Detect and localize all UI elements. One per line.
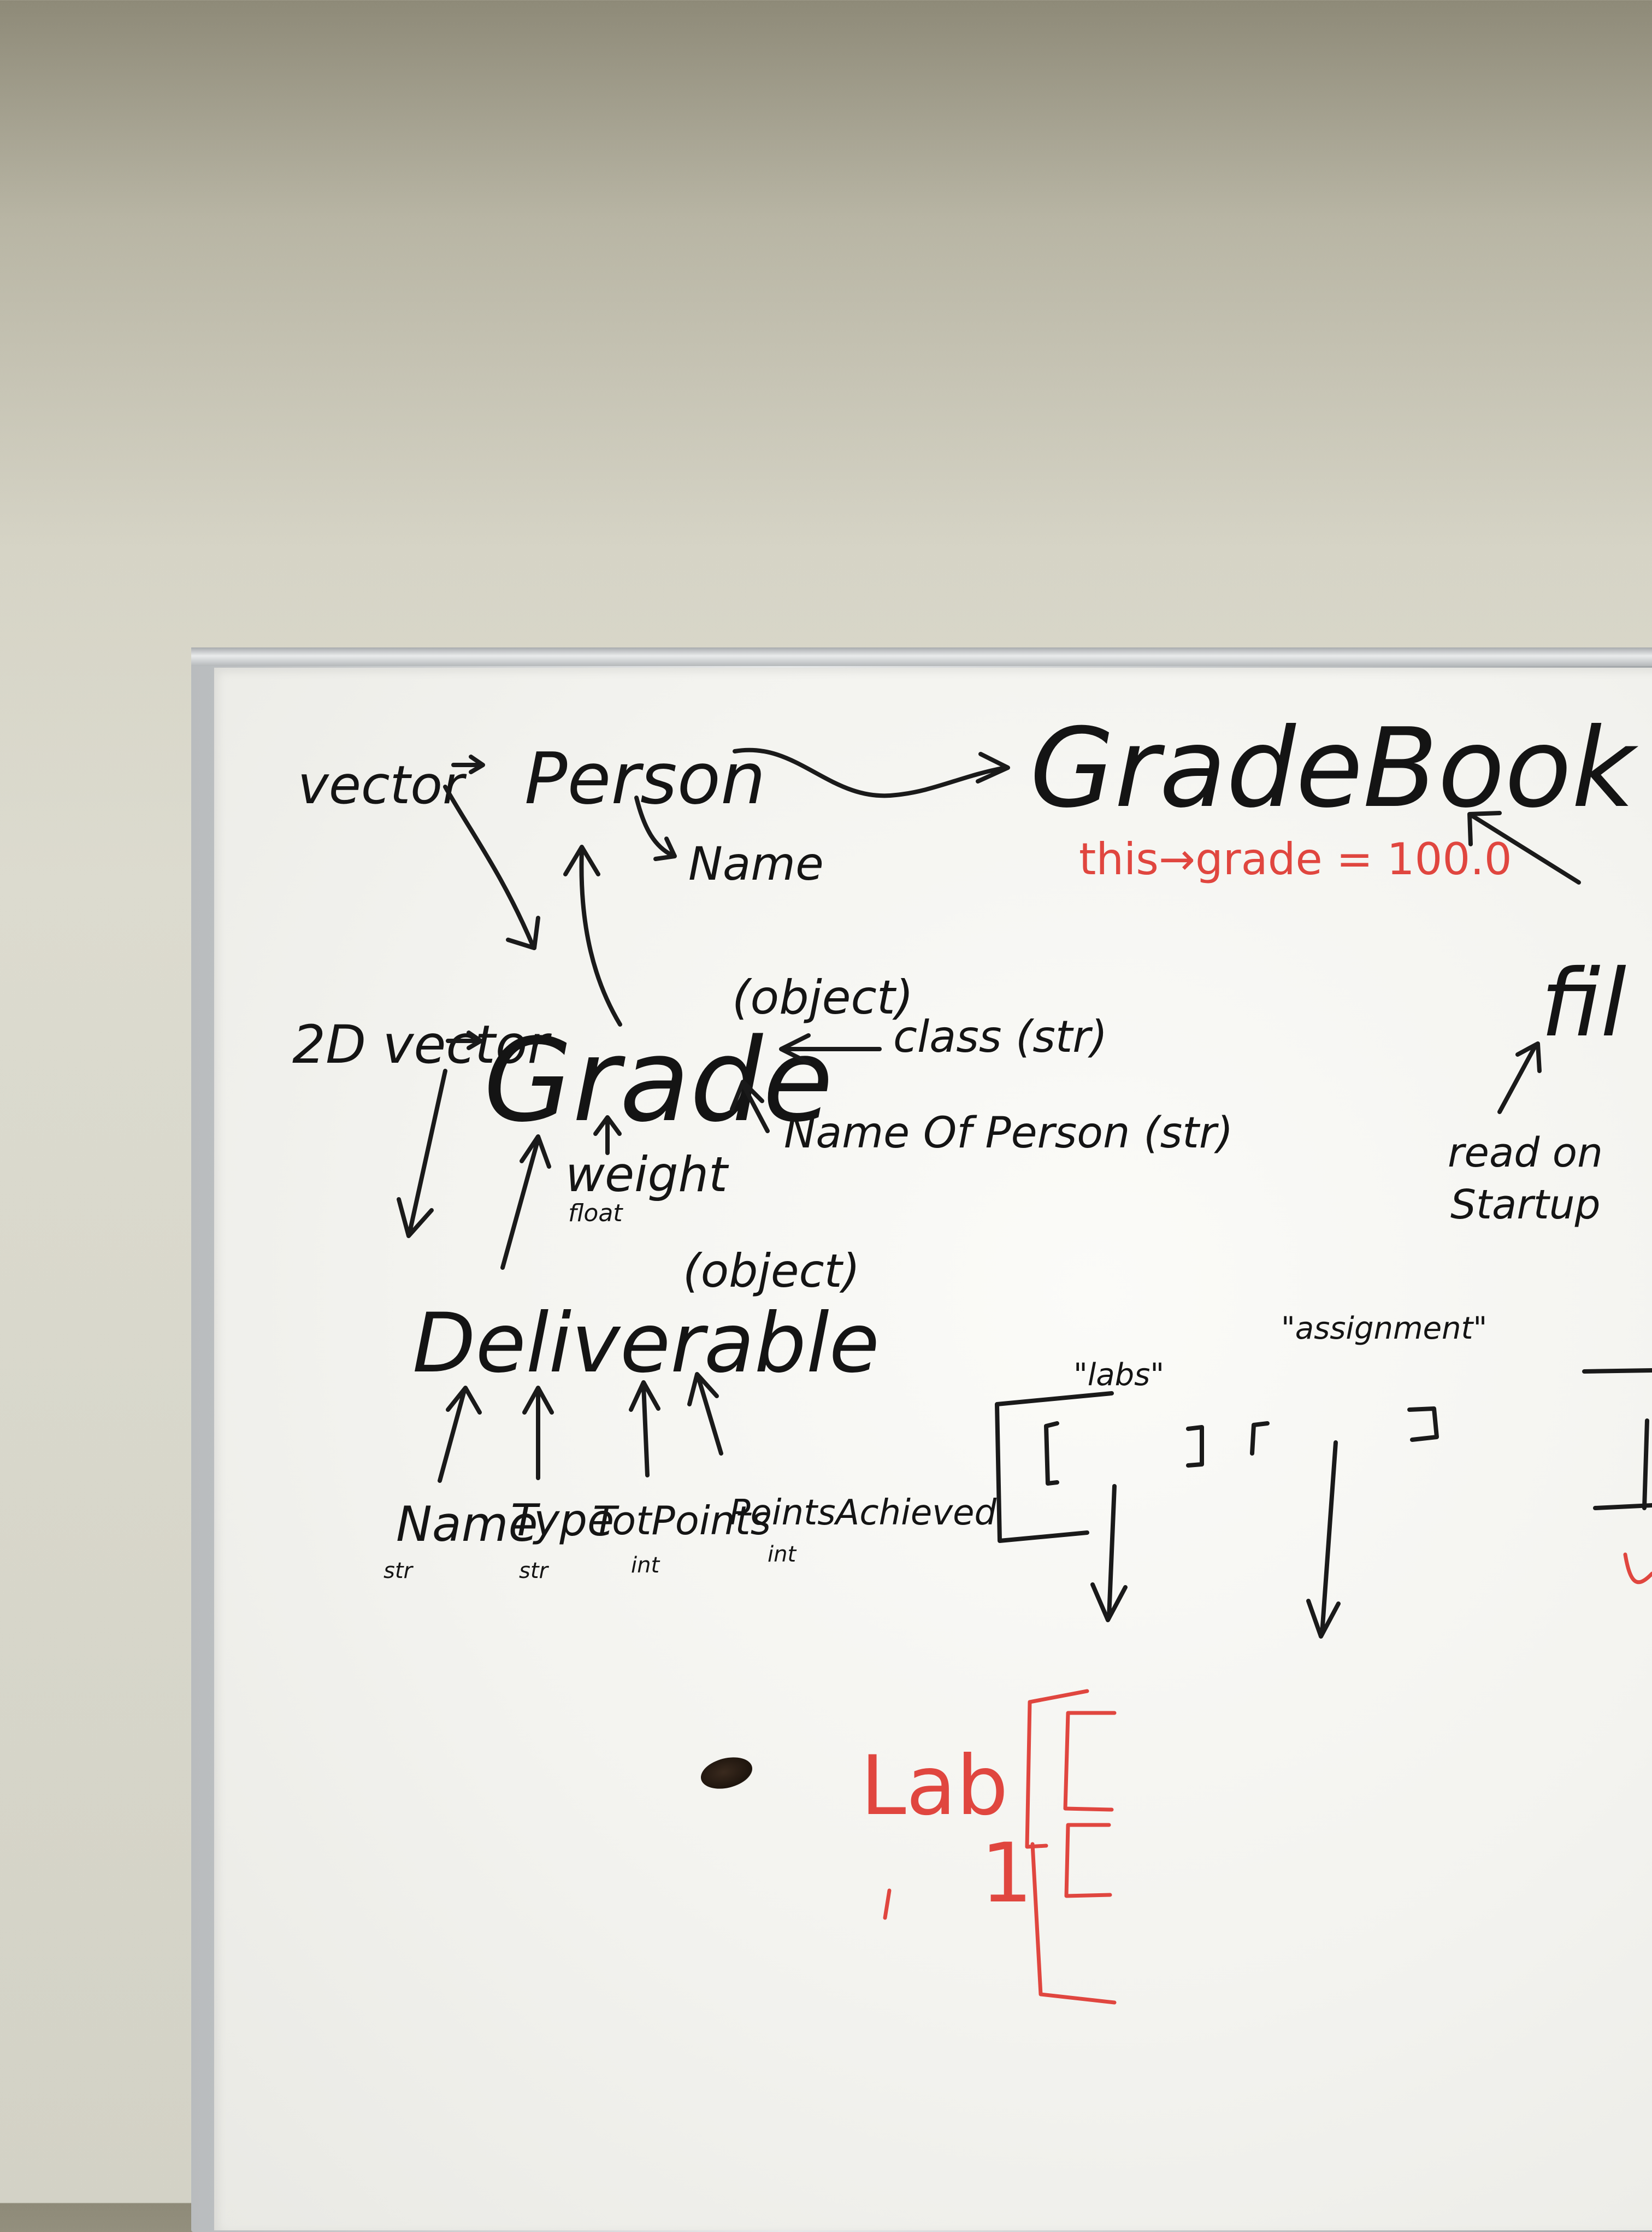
twod-vector-to-grade-arrow: [446, 1030, 483, 1050]
vector-label: vector: [298, 755, 467, 816]
person-to-gradebook-arrow: [733, 747, 1010, 798]
red-outer-bracket-bottom: [1030, 1842, 1117, 2005]
labs-close-bracket: [1186, 1425, 1204, 1468]
file-to-gradebook-arrow: [1467, 811, 1581, 885]
red-note: this→grade = 100.0: [1079, 834, 1512, 885]
grade-label: Grade: [483, 1014, 833, 1147]
gradebook-label: GradeBook: [1030, 705, 1639, 832]
class-str-label: class (str): [893, 1011, 1107, 1062]
labs-key-label: "labs": [1073, 1357, 1164, 1393]
field-type-type: str: [519, 1558, 550, 1583]
deliverable-object-label: (object): [683, 1244, 860, 1298]
grade-object-label: (object): [732, 970, 913, 1025]
field-totpoints-type: int: [631, 1553, 660, 1578]
weight-label: weight: [565, 1146, 729, 1203]
labs-down-arrow: [1090, 1484, 1128, 1622]
lab-red-label: Lab: [860, 1739, 1008, 1834]
class-to-grade-arrow: [779, 1033, 882, 1065]
field-name-type: str: [384, 1558, 414, 1583]
person-to-name-arrow: [634, 796, 677, 861]
red-comma-mark: [883, 1888, 892, 1920]
weight-type-label: float: [568, 1199, 623, 1227]
assignment-open-bracket: [1250, 1421, 1270, 1456]
field-totpoints-label: TotPoints: [593, 1498, 771, 1544]
deliverable-to-grade-arrow: [500, 1134, 551, 1270]
right-edge-partial-bracket: [1582, 1368, 1652, 1510]
assignment-close-bracket: [1407, 1406, 1439, 1442]
red-inner-bracket-1: [1063, 1711, 1117, 1812]
vector-to-grade-arrow: [443, 785, 540, 950]
lab-number-red-label: 1: [981, 1826, 1032, 1921]
weight-to-grade-arrow: [593, 1115, 622, 1155]
startup-label: Startup: [1450, 1181, 1601, 1228]
field-pointsachieved-label: PointsAchieved: [729, 1493, 996, 1533]
red-partial-mark-right: [1623, 1552, 1652, 1585]
name-attr-label: Name: [688, 837, 824, 891]
assignment-down-arrow: [1306, 1440, 1341, 1639]
grade-to-person-arrow: [563, 845, 622, 1027]
field-type-arrow: [522, 1386, 554, 1480]
deliverable-label: Deliverable: [412, 1296, 880, 1391]
field-name-arrow: [438, 1386, 482, 1483]
assignment-key-label: "assignment": [1281, 1311, 1487, 1346]
twod-vector-label: 2D vector: [292, 1014, 552, 1075]
labs-open-bracket: [1044, 1421, 1059, 1486]
file-partial-label: fil: [1541, 950, 1626, 1058]
person-label: Person: [524, 737, 765, 820]
field-name-label: Name: [396, 1496, 538, 1552]
field-pointsachieved-arrow: [687, 1372, 723, 1456]
vector-to-person-arrow: [451, 755, 485, 774]
person-name-to-grade-arrow: [730, 1080, 770, 1133]
field-totpoints-arrow: [629, 1380, 660, 1477]
red-inner-bracket-2: [1064, 1823, 1112, 1898]
red-outer-bracket-top: [1025, 1689, 1089, 1849]
startup-to-file-arrow: [1497, 1041, 1542, 1114]
twod-vector-down-arrow: [397, 1069, 447, 1238]
read-on-label: read on: [1448, 1129, 1603, 1176]
whiteboard-frame-top-rail: [191, 647, 1652, 666]
outer-left-bracket: [995, 1391, 1114, 1543]
name-of-person-label: Name Of Person (str): [784, 1109, 1233, 1158]
field-pointsachieved-type: int: [768, 1542, 796, 1567]
field-type-label: Type: [511, 1495, 614, 1546]
whiteboard-surface: [214, 668, 1652, 2230]
